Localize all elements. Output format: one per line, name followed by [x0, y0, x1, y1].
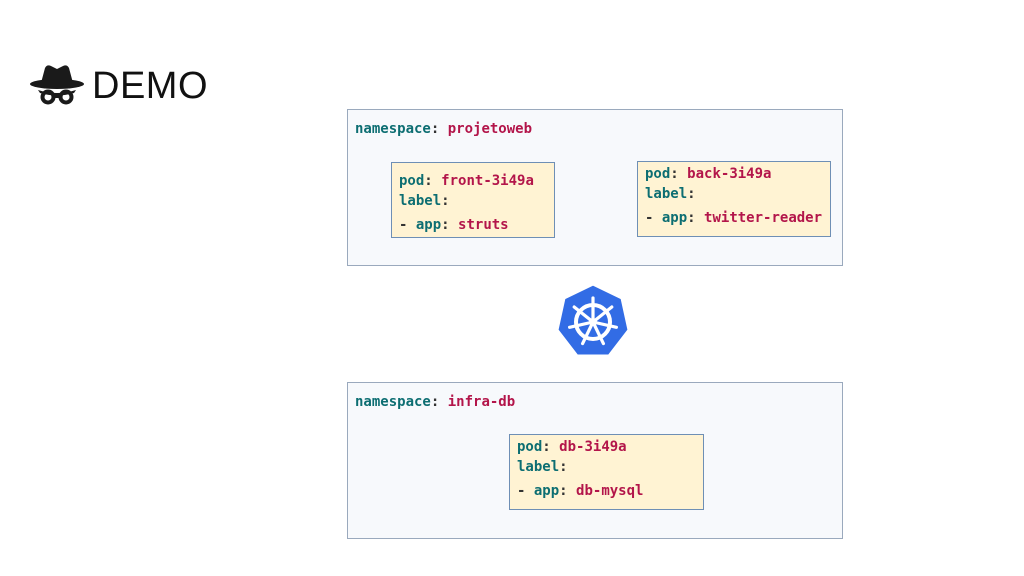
app-value: twitter-reader: [704, 210, 823, 226]
pod-name-line: pod: back-3i49a: [645, 164, 830, 184]
namespace-key: namespace: [355, 394, 431, 410]
namespace-box-projetoweb: namespace: projetoweb pod: front-3i49a l…: [347, 109, 843, 266]
colon: :: [670, 166, 679, 182]
label-line: label:: [399, 191, 554, 211]
app-key: app: [533, 483, 560, 499]
pod-box-back: pod: back-3i49a label: - app: twitter-re…: [637, 161, 831, 237]
label-line: label:: [517, 457, 703, 477]
label-key: label: [517, 459, 560, 475]
namespace-value: infra-db: [447, 394, 516, 410]
page-title: DEMO: [92, 64, 208, 107]
label-key: label: [399, 193, 442, 209]
app-key: app: [415, 217, 442, 233]
pod-box-front: pod: front-3i49a label: - app: struts: [391, 162, 555, 238]
colon: :: [687, 186, 696, 202]
namespace-box-infra-db: namespace: infra-db pod: db-3i49a label:…: [347, 382, 843, 539]
colon: :: [430, 121, 440, 137]
pod-value: back-3i49a: [687, 166, 772, 182]
pod-value: db-3i49a: [559, 439, 627, 455]
app-line: - app: struts: [399, 215, 554, 235]
colon: :: [559, 483, 568, 499]
list-dash: -: [645, 210, 662, 226]
colon: :: [430, 394, 440, 410]
pod-name-line: pod: front-3i49a: [399, 171, 554, 191]
list-dash: -: [399, 217, 416, 233]
slide-title-group: DEMO: [28, 58, 208, 114]
pod-name-line: pod: db-3i49a: [517, 437, 703, 457]
app-line: - app: twitter-reader: [645, 208, 830, 228]
colon: :: [424, 173, 433, 189]
app-value: struts: [458, 217, 509, 233]
spy-incognito-icon: [30, 65, 84, 105]
colon: :: [687, 210, 696, 226]
namespace-label: namespace: projetoweb: [355, 121, 532, 137]
namespace-value: projetoweb: [447, 121, 533, 137]
pod-value: front-3i49a: [441, 173, 534, 189]
app-key: app: [661, 210, 688, 226]
colon: :: [441, 217, 450, 233]
pod-key: pod: [399, 173, 425, 189]
kubernetes-helm-wheel-icon: [555, 282, 631, 358]
colon: :: [441, 193, 450, 209]
label-key: label: [645, 186, 688, 202]
namespace-key: namespace: [355, 121, 431, 137]
list-dash: -: [517, 483, 534, 499]
pod-key: pod: [645, 166, 671, 182]
colon: :: [542, 439, 551, 455]
pod-key: pod: [517, 439, 543, 455]
app-line: - app: db-mysql: [517, 481, 703, 501]
colon: :: [559, 459, 568, 475]
namespace-label: namespace: infra-db: [355, 394, 515, 410]
app-value: db-mysql: [576, 483, 644, 499]
label-line: label:: [645, 184, 830, 204]
pod-box-db: pod: db-3i49a label: - app: db-mysql: [509, 434, 704, 510]
